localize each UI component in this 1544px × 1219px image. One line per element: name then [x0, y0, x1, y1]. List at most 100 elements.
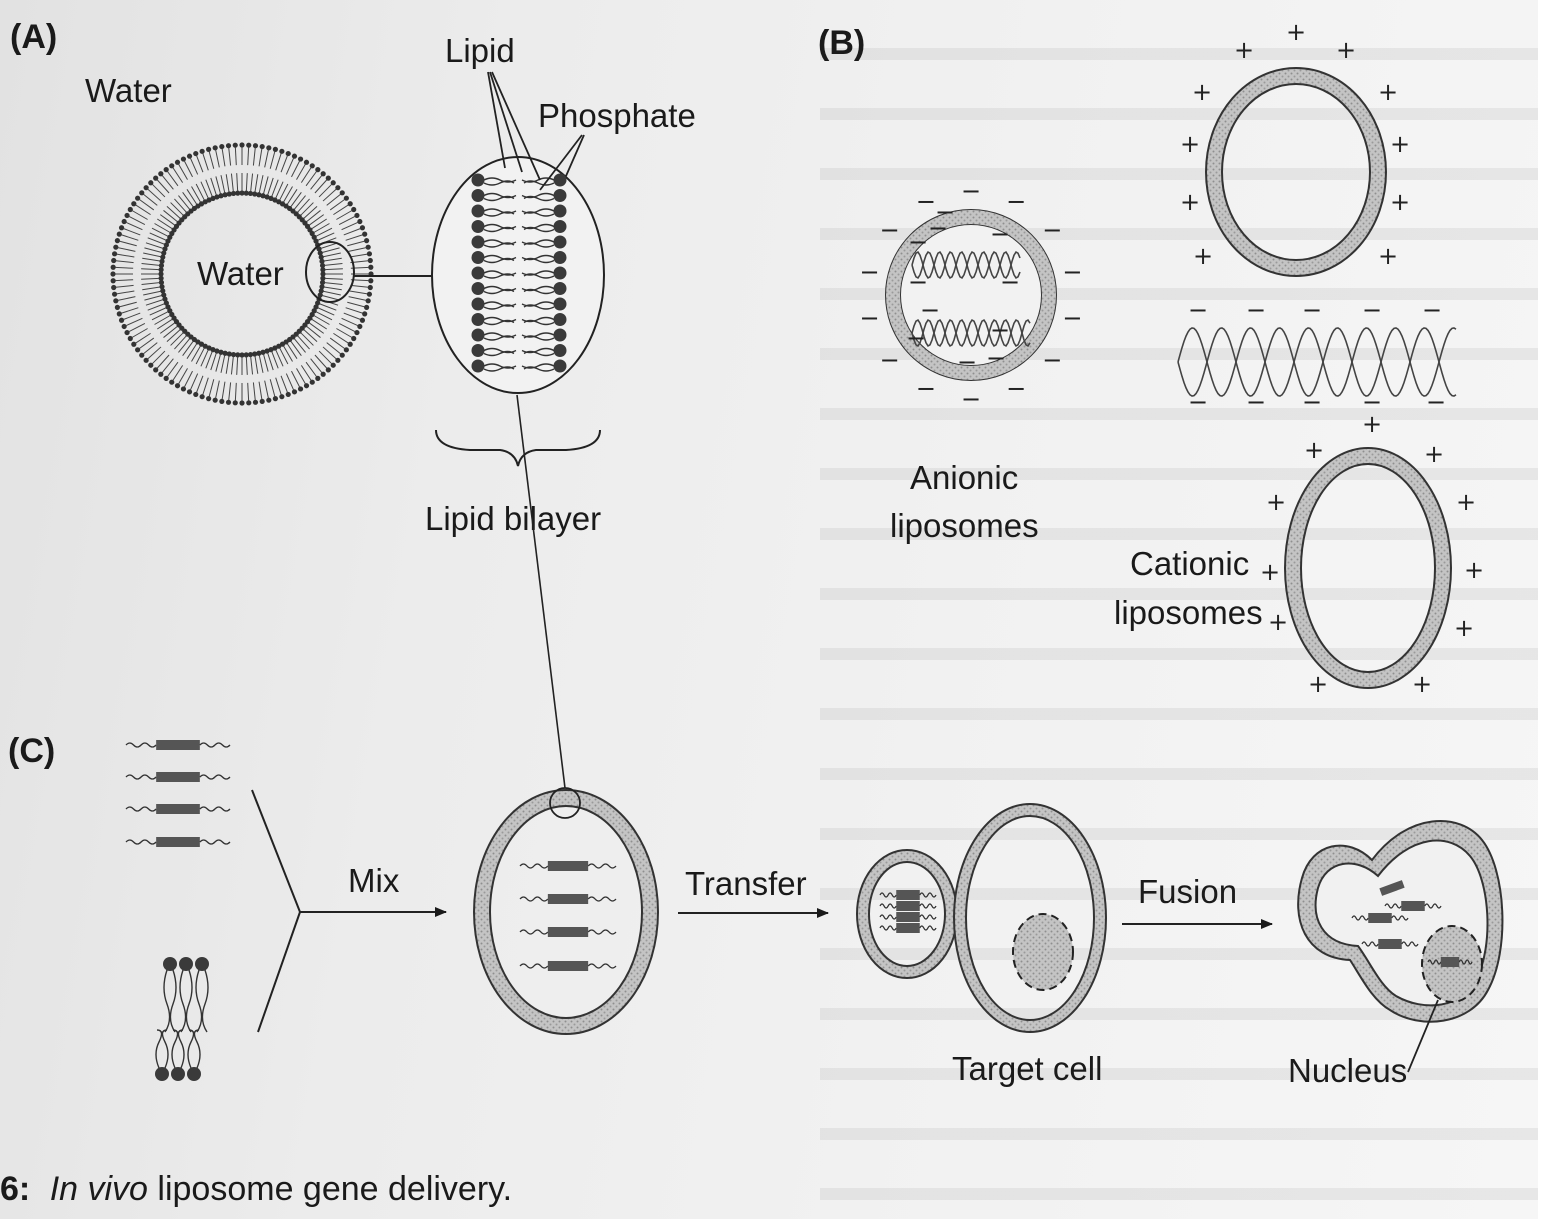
- inner-lipid-tail: [164, 210, 178, 221]
- mix-label: Mix: [348, 862, 400, 899]
- negative-charge: −: [1362, 296, 1382, 324]
- inner-lipid-tail: [291, 192, 302, 207]
- free-dna-strand-b: [1178, 328, 1456, 396]
- lipid-bilayer-label: Lipid bilayer: [425, 500, 601, 537]
- inner-lipid-tail: [325, 278, 343, 279]
- inner-lipid-tail: [144, 295, 161, 300]
- negative-charge: −: [1302, 388, 1322, 416]
- outer-lipid-tail: [336, 329, 352, 338]
- lipid-head: [187, 1067, 201, 1081]
- bilayer-phosphate-head: [472, 360, 485, 373]
- outer-lipid-tail: [203, 153, 209, 170]
- outer-lipid-tail: [346, 235, 363, 241]
- inner-lipid-tail: [231, 357, 233, 375]
- outer-lipid-tail: [347, 241, 364, 246]
- outer-lipid-tail: [203, 378, 209, 395]
- inner-lipid-tail: [312, 319, 327, 329]
- bilayer-phosphate-head: [554, 313, 567, 326]
- negative-charge: −: [1302, 296, 1322, 324]
- panel-a-label: (A): [10, 18, 57, 56]
- inner-lipid-tail: [178, 339, 189, 353]
- lipid-tail: [162, 1030, 168, 1068]
- positive-charge: +: [1412, 670, 1432, 698]
- inner-lipid-tail: [157, 319, 172, 329]
- outer-lipid-head: [246, 400, 251, 405]
- outer-lipid-tail: [179, 164, 188, 180]
- inner-lipid-tail: [141, 269, 159, 270]
- small-dna-fragment-bar: [896, 923, 920, 933]
- outer-lipid-tail: [291, 371, 299, 387]
- inner-lipid-tail: [144, 248, 161, 253]
- positive-charge: +: [1454, 614, 1474, 642]
- lipid-tail: [202, 970, 208, 1032]
- outer-lipid-head: [253, 143, 258, 148]
- inner-lipid-tail: [183, 192, 194, 207]
- outer-lipid-head: [112, 292, 117, 297]
- outer-lipid-head: [357, 219, 362, 224]
- outer-lipid-head: [292, 154, 297, 159]
- dna-fragment-end: [200, 840, 230, 844]
- outer-lipid-tail: [276, 378, 282, 395]
- inner-lipid-tail: [174, 336, 186, 349]
- outer-lipid-head: [366, 298, 371, 303]
- outer-lipid-tail: [276, 153, 282, 170]
- inner-lipid-tail: [325, 269, 343, 270]
- negative-charge: −: [961, 385, 981, 413]
- released-dna-fragment-bar: [1378, 939, 1402, 949]
- nuclear-dna-fragment-bar: [1441, 957, 1459, 967]
- outer-lipid-tail: [222, 382, 225, 400]
- negative-charge: −: [1042, 216, 1062, 244]
- inner-lipid-tail: [211, 178, 217, 195]
- outer-lipid-tail: [121, 235, 138, 241]
- figure-caption: 6: In vivo liposome gene delivery.: [0, 1170, 512, 1208]
- outer-lipid-head: [187, 154, 192, 159]
- negative-charge: −: [1246, 388, 1266, 416]
- outer-lipid-head: [354, 330, 359, 335]
- outer-lipid-head: [273, 147, 278, 152]
- negative-charge: −: [1000, 268, 1020, 296]
- lipid-label: Lipid: [445, 32, 515, 69]
- positive-charge: +: [1336, 36, 1356, 64]
- page-edge: [1538, 0, 1544, 1219]
- outer-lipid-tail: [248, 147, 249, 165]
- lipoplex-dna-fragment-end: [588, 897, 616, 901]
- dna-negative-charges: −−−−−−−−−−: [1188, 296, 1446, 416]
- inner-lipid-tail: [287, 344, 297, 359]
- outer-lipid-head: [124, 213, 129, 218]
- bilayer-phosphate-head: [472, 220, 485, 233]
- outer-lipid-head: [348, 342, 353, 347]
- dna-fragment-bar: [156, 740, 200, 750]
- inner-lipid-tail: [323, 291, 341, 295]
- outer-lipid-head: [169, 163, 174, 168]
- outer-lipid-head: [131, 342, 136, 347]
- outer-lipid-tail: [350, 254, 368, 257]
- inner-lipid-tail: [171, 333, 184, 346]
- outer-lipid-tail: [190, 374, 197, 390]
- small-dna-fragment-end: [920, 893, 936, 897]
- negative-charge: −: [860, 304, 880, 332]
- outer-lipid-head: [360, 318, 365, 323]
- outer-lipid-tail: [281, 155, 287, 172]
- negative-charge: −: [1006, 375, 1026, 403]
- dna-fragment-end: [200, 775, 230, 779]
- outer-lipid-head: [200, 394, 205, 399]
- outer-lipid-head: [111, 258, 116, 263]
- outer-lipid-tail: [265, 381, 269, 399]
- negative-charge: −: [908, 228, 928, 256]
- lipoplex-dna-fragment-end: [588, 964, 616, 968]
- lipoplex-dna-fragment-bar: [548, 927, 588, 937]
- outer-lipid-tail: [350, 291, 368, 294]
- bilayer-phosphate-head: [554, 267, 567, 280]
- small-dna-fragment-end: [880, 926, 896, 930]
- outer-lipid-head: [213, 145, 218, 150]
- inner-lipid-tail: [142, 263, 160, 265]
- positive-charge: +: [1260, 558, 1280, 586]
- positive-charge: +: [1378, 242, 1398, 270]
- inner-lipid-tail: [221, 355, 225, 373]
- outer-lipid-tail: [117, 291, 135, 294]
- inner-lipid-tail: [301, 203, 314, 216]
- outer-lipid-tail: [265, 150, 269, 168]
- inner-lipid-tail: [160, 215, 175, 226]
- transfer-label: Transfer: [685, 865, 807, 902]
- outer-lipid-head: [119, 225, 124, 230]
